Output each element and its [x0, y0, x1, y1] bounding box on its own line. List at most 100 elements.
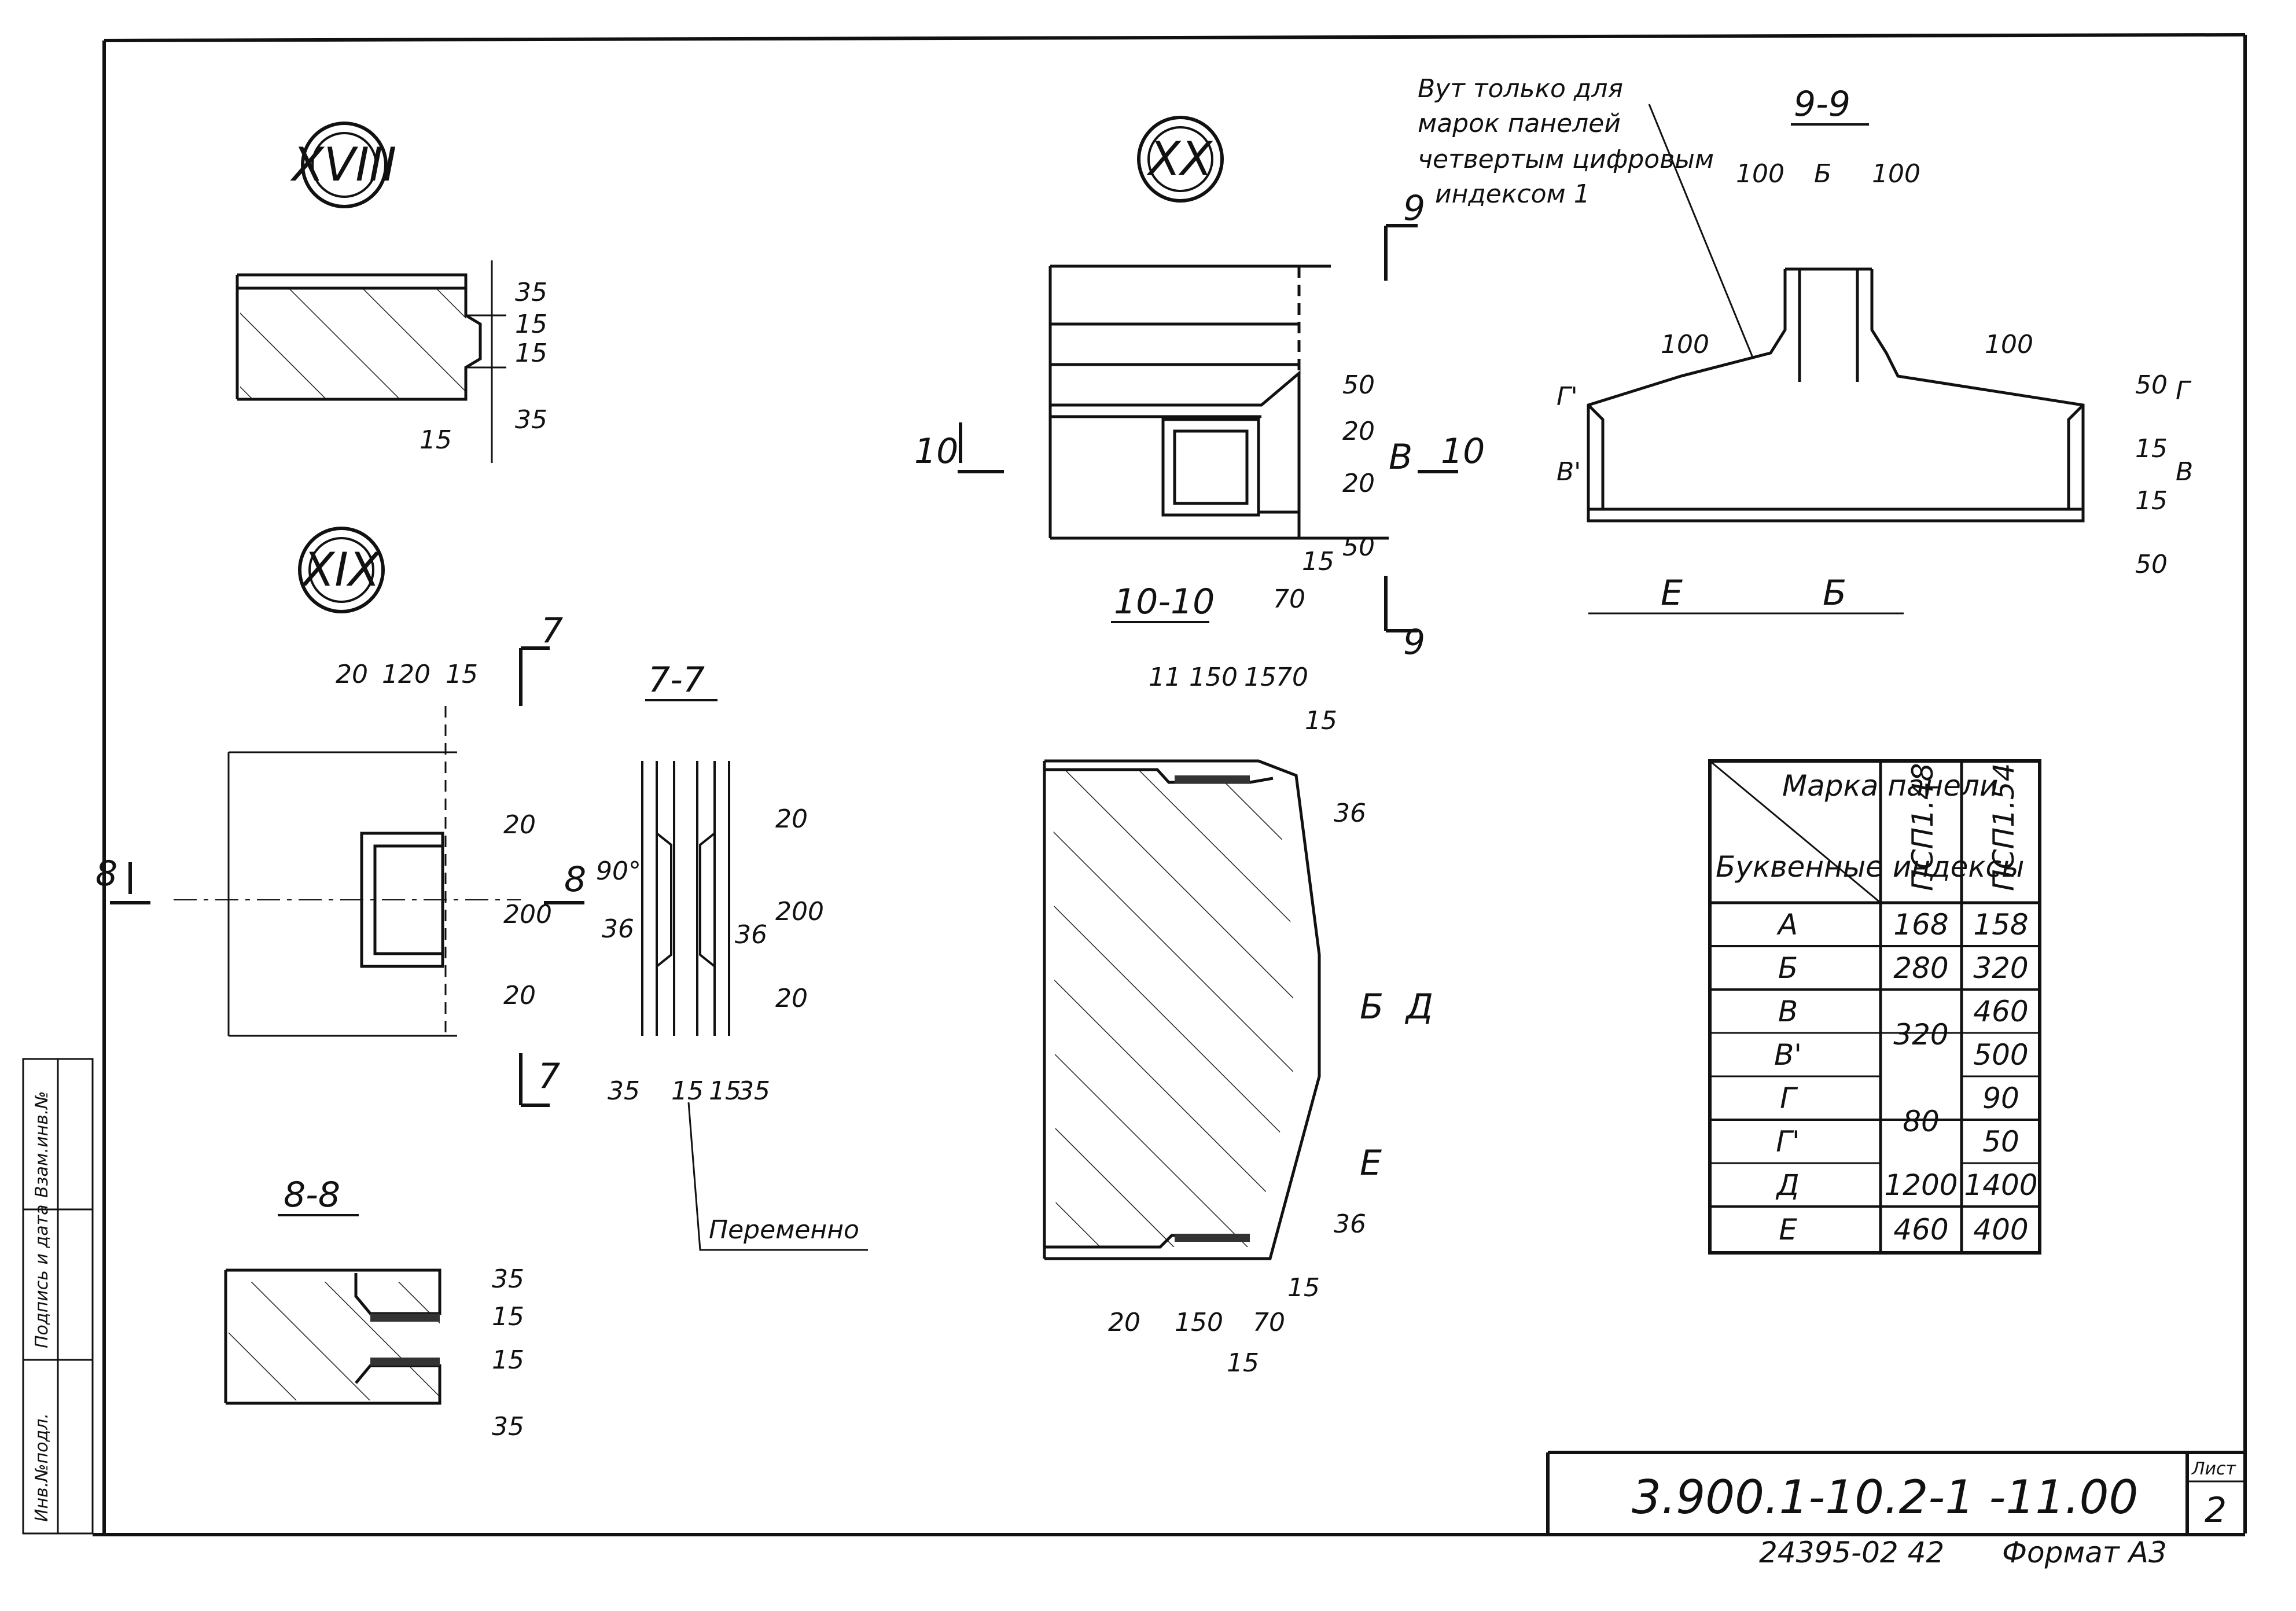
s99-dim-E: Е — [1661, 573, 1683, 613]
note-line-3: четвертым цифровым — [1418, 145, 1714, 174]
xviii-dim-35-bottom: 35 — [515, 405, 547, 435]
detail-xx-drawing — [1048, 264, 1389, 540]
s99-dim-100-slope-right: 100 — [1985, 330, 2033, 359]
table-row-v1: 460 — [1893, 1213, 1948, 1246]
cut-10-right: 10 — [1441, 431, 1485, 472]
table-row-idx: Г' — [1776, 1125, 1800, 1158]
index-table — [1708, 759, 2041, 1255]
cut-7-top: 7 — [541, 610, 563, 651]
s77-dim-35-b: 35 — [738, 1076, 770, 1106]
s1010-dim-15-corner: 15 — [1305, 706, 1337, 735]
vzam-label: Взам.инв.№ — [32, 1091, 52, 1198]
detail-xviii-marker: XVIII — [290, 122, 396, 208]
section-9-9-drawing — [1587, 267, 2085, 523]
s77-dim-36-right: 36 — [735, 920, 767, 950]
s77-dim-35-a: 35 — [608, 1076, 640, 1106]
s77-dim-20-top: 20 — [775, 804, 808, 834]
cut-7-bottom: 7 — [538, 1056, 560, 1097]
cut-8-left: 8 — [95, 854, 117, 894]
xx-dim-50-bottom: 50 — [1342, 532, 1375, 562]
cut-marks-910 — [958, 224, 1458, 632]
xix-dim-15: 15 — [446, 660, 478, 689]
s77-dim-36-left: 36 — [602, 914, 634, 944]
xx-dim-B: В — [1389, 437, 1412, 477]
s1010-dim-15-top: 15 — [1244, 663, 1276, 692]
xx-dim-70: 70 — [1273, 584, 1305, 614]
cut-9-bottom: 9 — [1403, 622, 1425, 663]
xx-dim-50-top: 50 — [1342, 370, 1375, 400]
table-row-idx: Д — [1775, 1168, 1799, 1202]
s1010-dim-150-top: 150 — [1189, 663, 1238, 692]
cut-10-left: 10 — [914, 431, 958, 472]
xix-dim-20: 20 — [336, 660, 368, 689]
s99-dim-50-top: 50 — [2135, 370, 2168, 400]
s77-dim-20-bottom: 20 — [775, 984, 808, 1013]
s1010-dim-D: Д — [1404, 987, 1433, 1027]
note-line-1: Вут только для — [1418, 74, 1623, 104]
xviii-dim-15-b: 15 — [515, 339, 547, 368]
xviii-dim-15-a: 15 — [515, 310, 547, 339]
table-row-v1: 320 — [1893, 1018, 1948, 1051]
alternating-note: Переменно — [709, 1215, 859, 1245]
table-row-v2: 50 — [1982, 1125, 2019, 1158]
section-10-10-title: 10-10 — [1114, 582, 1215, 622]
s99-dim-B1: В' — [1557, 457, 1581, 487]
s99-dim-Bv-bottom: Б — [1823, 573, 1846, 613]
table-row-v2: 500 — [1973, 1038, 2028, 1072]
detail-xx-marker: XX — [1137, 116, 1224, 203]
s99-dim-Bv-top: Б — [1814, 159, 1831, 189]
table-row-v1: 168 — [1893, 908, 1948, 941]
xviii-dim-15-horizontal: 15 — [420, 425, 452, 455]
table-row-idx: В' — [1774, 1038, 1802, 1072]
s77-dim-200: 200 — [775, 897, 824, 926]
s1010-dim-70-top: 70 — [1276, 663, 1308, 692]
table-row-v2: 90 — [1982, 1082, 2019, 1115]
table-row-v2: 158 — [1973, 908, 2028, 941]
table-row-v2: 1400 — [1964, 1168, 2037, 1202]
title-block — [1546, 1451, 2245, 1535]
section-9-9-title: 9-9 — [1794, 84, 1850, 124]
detail-xix-label: XIX — [300, 543, 381, 597]
s88-dim-15-b: 15 — [492, 1345, 524, 1375]
section-8-8-drawing — [224, 1268, 441, 1405]
sheet-frame — [93, 33, 2247, 1536]
s88-dim-35-top: 35 — [492, 1264, 524, 1294]
s99-dim-G: Г — [2176, 376, 2192, 406]
xx-dim-20-a: 20 — [1342, 417, 1375, 446]
s77-angle: 90° — [596, 856, 641, 886]
xix-dim-120: 120 — [382, 660, 430, 689]
detail-xviii-drawing — [236, 260, 506, 463]
sheet-number: 2 — [2205, 1490, 2227, 1531]
table-row-v2: 460 — [1973, 995, 2028, 1028]
table-row-idx: Б — [1778, 951, 1798, 985]
table-row-v1: 280 — [1893, 951, 1948, 985]
table-header-bottom: Буквенные индексы — [1716, 850, 2025, 884]
cut-8-right: 8 — [564, 859, 586, 900]
s1010-dim-20: 20 — [1108, 1308, 1140, 1337]
s1010-dim-36-top: 36 — [1334, 799, 1366, 828]
alternating-leader — [687, 1102, 868, 1251]
s99-dim-B: В — [2176, 457, 2193, 487]
s77-dim-15-a: 15 — [671, 1076, 704, 1106]
detail-xviii-label: XVIII — [290, 138, 396, 192]
s1010-dim-36-bottom: 36 — [1334, 1209, 1366, 1239]
xix-dim-200: 200 — [503, 900, 552, 929]
note-leader — [1648, 104, 1754, 359]
side-strip — [22, 1058, 94, 1535]
s99-dim-15-a: 15 — [2135, 434, 2168, 464]
table-row-v2: 320 — [1973, 951, 2028, 985]
xviii-dim-35-top: 35 — [515, 278, 547, 307]
s88-dim-35-bottom: 35 — [492, 1412, 524, 1441]
table-col-2: ПСП1.54 — [1987, 763, 2021, 891]
s99-dim-100-slope-left: 100 — [1661, 330, 1709, 359]
cut-marks-78 — [110, 646, 584, 1107]
table-row-v2: 400 — [1973, 1213, 2028, 1246]
s1010-dim-150-bottom: 150 — [1175, 1308, 1223, 1337]
xix-dim-20-bottom: 20 — [503, 981, 536, 1010]
cut-9-top: 9 — [1403, 188, 1425, 229]
s88-dim-15-a: 15 — [492, 1302, 524, 1332]
table-row-idx: Г — [1780, 1082, 1798, 1115]
detail-xix-marker: XIX — [298, 527, 385, 613]
s1010-dim-E: Е — [1360, 1143, 1382, 1183]
